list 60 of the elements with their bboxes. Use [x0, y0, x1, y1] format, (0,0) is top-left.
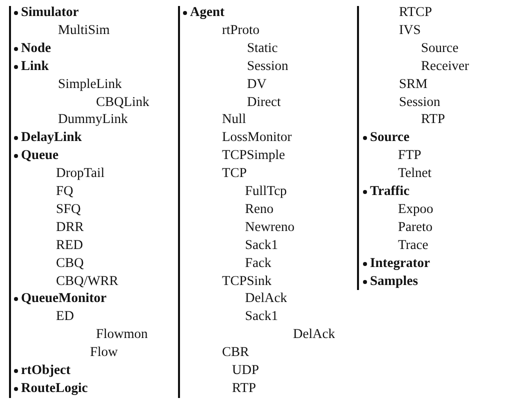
- class-heading: Integrator: [370, 254, 430, 271]
- subclass-name: SRM: [399, 76, 428, 92]
- subclass-name: DelAck: [245, 290, 287, 306]
- subclass-name: TCPSimple: [222, 147, 286, 164]
- subclass-name: DummyLink: [58, 111, 128, 128]
- subclass-name: DropTail: [56, 165, 105, 182]
- subclass-name: RTP: [421, 111, 445, 128]
- subclass-name: Receiver: [421, 58, 469, 74]
- subclass-name: Session: [399, 94, 440, 110]
- subclass-name: Null: [222, 111, 246, 128]
- subclass-name: Telnet: [398, 165, 432, 182]
- class-heading: Samples: [370, 272, 418, 288]
- class-heading: Queue: [21, 147, 59, 164]
- subclass-name: SFQ: [56, 200, 81, 217]
- class-heading: Node: [21, 40, 51, 56]
- class-heading: Source: [370, 129, 410, 146]
- subclass-name: FTP: [398, 147, 422, 164]
- subclass-name: Sack1: [245, 236, 278, 253]
- class-heading: Traffic: [370, 183, 410, 199]
- subclass-name: FQ: [56, 183, 74, 199]
- subclass-name: DelAck: [293, 326, 335, 342]
- class-heading: Simulator: [21, 4, 79, 20]
- subclass-name: RTCP: [399, 4, 432, 20]
- subclass-name: ED: [56, 308, 74, 324]
- subclass-name: CBR: [222, 344, 250, 360]
- subclass-name: Flowmon: [96, 326, 148, 342]
- subclass-name: Newreno: [245, 218, 294, 235]
- subclass-name: SimpleLink: [58, 76, 122, 92]
- subclass-name: CBQLink: [96, 94, 150, 110]
- subclass-name: Trace: [398, 236, 428, 253]
- subclass-name: IVS: [399, 22, 421, 38]
- class-heading: QueueMonitor: [21, 290, 106, 306]
- subclass-name: Reno: [245, 200, 274, 217]
- subclass-name: TCP: [222, 165, 247, 182]
- subclass-name: MultiSim: [58, 22, 110, 38]
- subclass-name: TCPSink: [222, 272, 272, 288]
- class-heading: rtObject: [21, 362, 70, 378]
- subclass-name: CBQ/WRR: [56, 272, 118, 288]
- class-heading: RouteLogic: [21, 380, 88, 396]
- subclass-name: FullTcp: [245, 183, 287, 199]
- subclass-name: DV: [247, 76, 266, 92]
- subclass-name: Sack1: [245, 308, 278, 324]
- class-heading: DelayLink: [21, 129, 82, 146]
- subclass-name: RED: [56, 236, 83, 253]
- subclass-name: Source: [421, 40, 458, 56]
- subclass-name: Static: [247, 40, 278, 56]
- subclass-name: Fack: [245, 254, 272, 271]
- subclass-name: Session: [247, 58, 288, 74]
- subclass-name: UDP: [232, 362, 260, 378]
- subclass-name: RTP: [232, 380, 256, 396]
- subclass-name: CBQ: [56, 254, 84, 271]
- subclass-name: DRR: [56, 218, 84, 235]
- subclass-name: Pareto: [398, 218, 432, 235]
- subclass-name: rtProto: [222, 22, 260, 38]
- class-heading: Agent: [190, 4, 224, 20]
- subclass-name: Expoo: [398, 200, 434, 217]
- subclass-name: Direct: [247, 94, 281, 110]
- subclass-name: LossMonitor: [222, 129, 292, 146]
- subclass-name: Flow: [90, 344, 118, 360]
- class-heading: Link: [21, 58, 49, 74]
